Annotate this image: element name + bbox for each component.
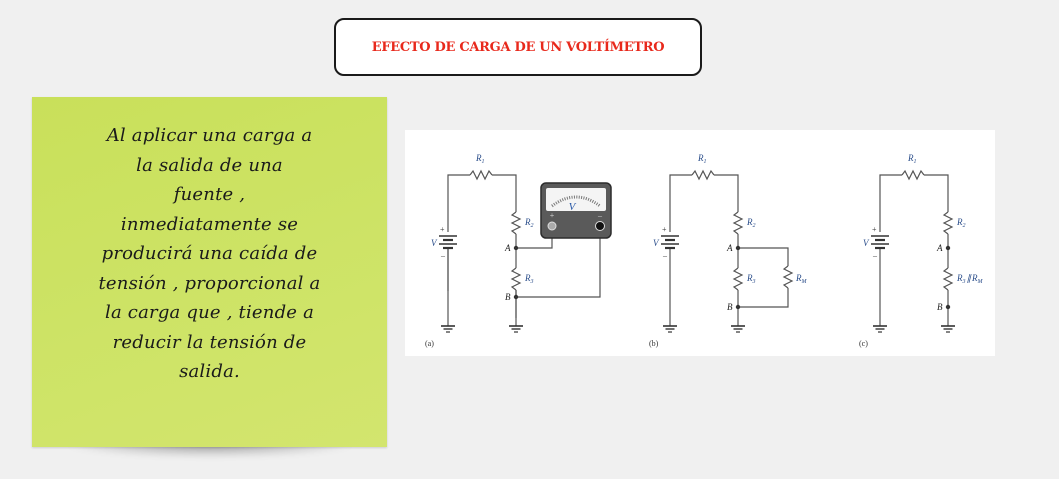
note-line: inmediatamente se xyxy=(120,213,299,235)
svg-text:+: + xyxy=(872,225,877,234)
svg-text:–: – xyxy=(872,251,878,260)
svg-text:V: V xyxy=(863,238,870,248)
note-line: la salida de una xyxy=(136,154,283,176)
svg-text:R2: R2 xyxy=(956,217,966,229)
svg-text:R1: R1 xyxy=(475,153,485,165)
svg-text:RM: RM xyxy=(795,273,808,285)
sticky-note-text: Al aplicar una carga a la salida de una … xyxy=(48,121,371,387)
caption-b: (b) xyxy=(649,339,659,348)
title-box: EFECTO DE CARGA DE UN VOLTÍMETRO xyxy=(334,18,702,76)
note-line: Al aplicar una carga a xyxy=(106,125,313,146)
svg-text:R3: R3 xyxy=(746,273,756,285)
page-title: EFECTO DE CARGA DE UN VOLTÍMETRO xyxy=(371,39,665,55)
svg-text:A: A xyxy=(936,243,943,253)
svg-text:V: V xyxy=(431,238,438,248)
svg-text:B: B xyxy=(505,292,511,302)
note-line: reducir la tensión de xyxy=(112,331,307,353)
svg-text:+: + xyxy=(662,225,667,234)
circuit-diagram-panel: V + – R1 R2 R3 V A B + – (a) xyxy=(405,130,995,356)
svg-text:+: + xyxy=(440,225,445,234)
svg-text:B: B xyxy=(727,302,733,312)
note-line: salida. xyxy=(179,361,240,382)
svg-text:A: A xyxy=(504,243,511,253)
svg-text:R3: R3 xyxy=(524,273,534,285)
svg-text:–: – xyxy=(597,211,603,220)
voltmeter-icon: V + – xyxy=(540,182,612,239)
note-line: tensión , proporcional a xyxy=(98,272,321,294)
svg-text:A: A xyxy=(726,243,733,253)
svg-text:V: V xyxy=(653,238,660,248)
circuit-b xyxy=(669,169,794,326)
svg-text:R1: R1 xyxy=(907,153,917,165)
sticky-note: Al aplicar una carga a la salida de una … xyxy=(32,97,387,447)
svg-text:R1: R1 xyxy=(697,153,707,165)
note-line: producirá una caída de xyxy=(101,243,318,264)
svg-text:+: + xyxy=(550,211,555,220)
svg-text:B: B xyxy=(937,302,943,312)
note-line: la carga que , tiende a xyxy=(105,302,314,323)
svg-text:R2: R2 xyxy=(746,217,756,229)
svg-text:R3∥RM: R3∥RM xyxy=(956,273,984,285)
svg-text:V: V xyxy=(569,201,577,213)
caption-c: (c) xyxy=(859,339,868,348)
svg-text:–: – xyxy=(662,251,668,260)
caption-a: (a) xyxy=(425,339,434,348)
note-line: fuente , xyxy=(173,184,246,205)
svg-text:–: – xyxy=(440,251,446,260)
svg-text:R2: R2 xyxy=(524,217,534,229)
